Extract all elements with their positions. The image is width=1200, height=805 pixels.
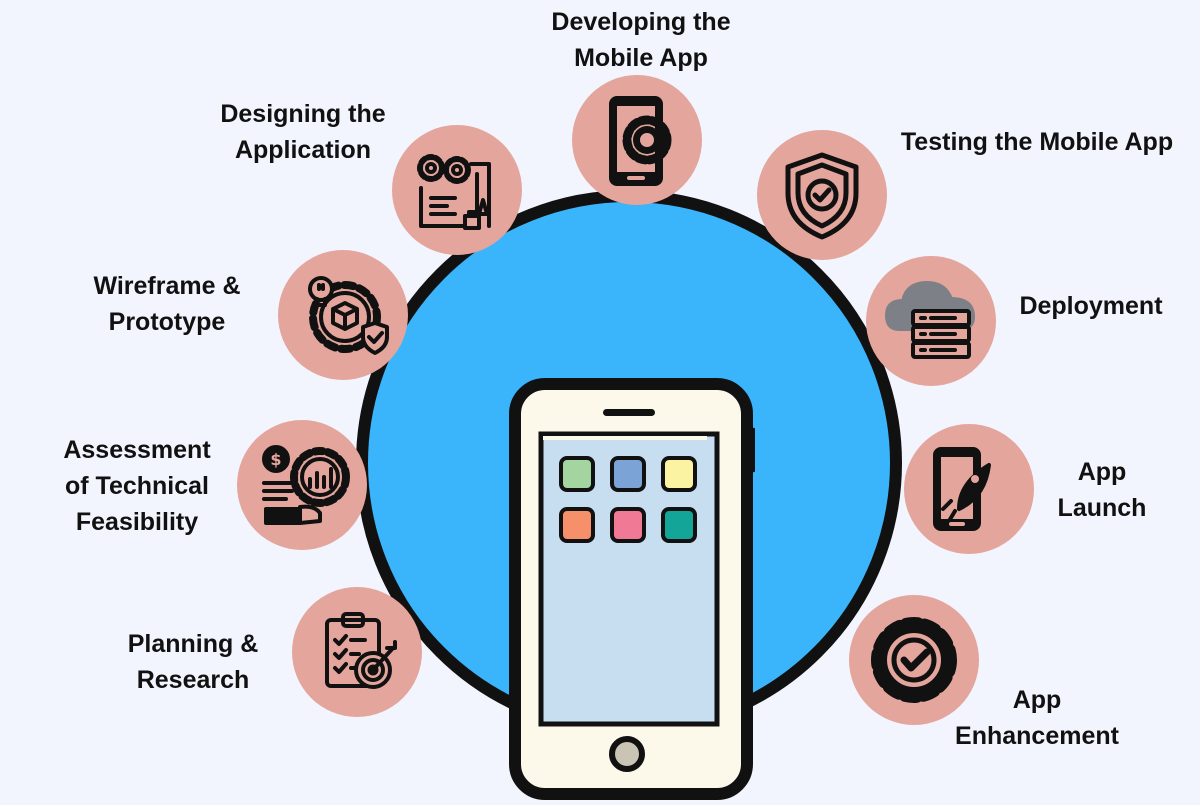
phone-home-button bbox=[609, 736, 645, 772]
step-wireframe-prototype bbox=[278, 250, 408, 380]
step-app-enhancement bbox=[849, 595, 979, 725]
shield-check-icon bbox=[785, 152, 859, 240]
lightbulb-gear-shield-icon bbox=[308, 276, 389, 355]
step-label-line: Designing the bbox=[220, 100, 386, 128]
app-tile bbox=[610, 507, 646, 543]
step-label-line: Mobile App bbox=[574, 44, 708, 72]
step-testing-mobile-app bbox=[757, 130, 887, 260]
step-label-wireframe-prototype: Wireframe & Prototype bbox=[72, 268, 262, 340]
step-label-line: Application bbox=[234, 136, 372, 164]
app-tile bbox=[559, 456, 595, 492]
app-tile bbox=[559, 507, 595, 543]
step-label-line: App bbox=[1077, 458, 1127, 486]
step-label-line: Developing the bbox=[551, 8, 731, 36]
step-developing-mobile-app bbox=[572, 75, 702, 205]
app-tile bbox=[661, 456, 697, 492]
cloud-server-icon bbox=[885, 281, 975, 359]
step-label-line: Prototype bbox=[108, 308, 226, 336]
step-deployment bbox=[866, 256, 996, 386]
step-label-line: Assessment bbox=[63, 436, 211, 464]
app-tile bbox=[661, 507, 697, 543]
phone-gear-icon bbox=[609, 96, 672, 186]
clipboard-target-icon bbox=[325, 612, 397, 689]
phone-rocket-icon bbox=[933, 447, 991, 531]
step-label-developing-mobile-app: Developing the Mobile App bbox=[531, 4, 751, 76]
step-label-line: Research bbox=[136, 666, 250, 694]
smartphone-illustration bbox=[505, 378, 758, 800]
svg-text:$: $ bbox=[270, 450, 281, 469]
step-planning-research bbox=[292, 587, 422, 717]
step-label-line: Planning & bbox=[127, 630, 259, 658]
step-label-line: Testing the Mobile App bbox=[900, 128, 1174, 156]
step-label-app-enhancement: App Enhancement bbox=[944, 682, 1130, 754]
step-label-line: Feasibility bbox=[75, 508, 199, 536]
smartphone-icon bbox=[509, 378, 758, 800]
phone-speaker bbox=[603, 409, 655, 416]
step-label-planning-research: Planning & Research bbox=[108, 626, 278, 698]
step-label-testing-mobile-app: Testing the Mobile App bbox=[884, 124, 1190, 160]
step-label-designing-application: Designing the Application bbox=[202, 96, 404, 168]
step-designing-application bbox=[392, 125, 522, 255]
step-label-technical-feasibility: Assessment of Technical Feasibility bbox=[44, 432, 230, 540]
step-label-deployment: Deployment bbox=[1006, 288, 1176, 324]
step-app-launch bbox=[904, 424, 1034, 554]
gears-blueprint-icon bbox=[417, 154, 491, 230]
gear-check-icon bbox=[871, 617, 957, 703]
step-label-line: of Technical bbox=[64, 472, 209, 500]
app-icon-grid bbox=[559, 456, 697, 543]
step-label-line: App bbox=[1012, 686, 1062, 714]
step-label-app-launch: App Launch bbox=[1040, 454, 1164, 526]
dollar-gear-chart-icon: $ bbox=[262, 445, 350, 525]
step-label-line: Launch bbox=[1057, 494, 1147, 522]
step-label-line: Deployment bbox=[1019, 292, 1163, 320]
app-tile bbox=[610, 456, 646, 492]
step-label-line: Wireframe & bbox=[93, 272, 241, 300]
step-label-line: Enhancement bbox=[955, 722, 1119, 750]
step-technical-feasibility: $ bbox=[237, 420, 367, 550]
